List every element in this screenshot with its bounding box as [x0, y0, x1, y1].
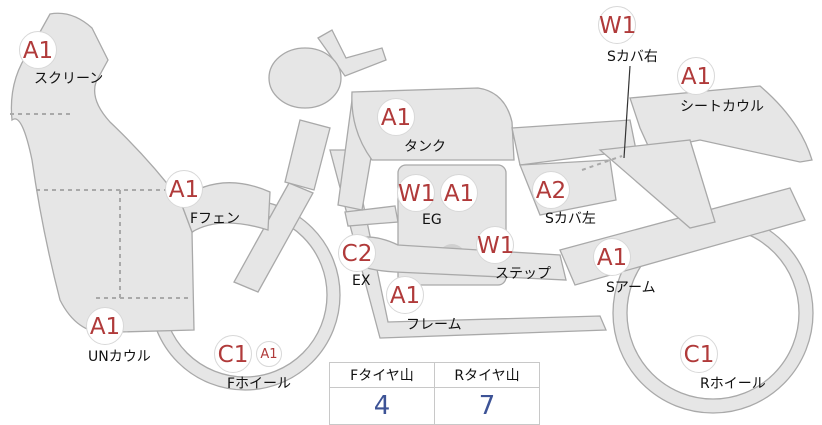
tire-tread-table: Fタイヤ山 Rタイヤ山 4 7 [329, 362, 540, 425]
rear-wheel-grade-badge: C1 [680, 335, 718, 373]
side-cover-left-grade-badge: A2 [532, 171, 570, 209]
exhaust-label: EX [352, 273, 371, 289]
front-wheel-label: Fホイール [227, 376, 292, 392]
frame-grade-badge: A1 [386, 276, 424, 314]
engine-grade-badge-1: W1 [397, 174, 435, 212]
rear-tread-header: Rタイヤ山 [434, 362, 540, 388]
screen-grade-badge: A1 [19, 31, 57, 69]
front-wheel-grade-badge-1: C1 [214, 335, 252, 373]
side-cover-right-label: Sカバ右 [607, 49, 658, 65]
exhaust-grade-badge: C2 [338, 234, 376, 272]
front-wheel-grade-badge-2: A1 [256, 341, 282, 367]
side-cover-right-grade-badge: W1 [598, 6, 636, 44]
rear-wheel-label: Rホイール [700, 376, 766, 392]
seat-cowl-label: シートカウル [680, 99, 764, 115]
swing-arm-label: Sアーム [606, 280, 656, 296]
under-cowl-grade-badge: A1 [86, 307, 124, 345]
frame-label: フレーム [406, 317, 462, 333]
step-grade-badge: W1 [476, 226, 514, 264]
tank-label: タンク [404, 139, 446, 155]
seat-cowl-grade-badge: A1 [677, 57, 715, 95]
front-fender-label: Fフェン [190, 211, 241, 227]
front-tread-value: 4 [329, 387, 435, 425]
swing-arm-grade-badge: A1 [593, 238, 631, 276]
step-label: ステップ [495, 266, 551, 282]
screen-label: スクリーン [34, 71, 104, 87]
tank-grade-badge: A1 [377, 98, 415, 136]
engine-label: EG [422, 212, 442, 228]
front-tread-header: Fタイヤ山 [329, 362, 435, 388]
front-fender-grade-badge: A1 [165, 170, 203, 208]
under-cowl-label: UNカウル [88, 349, 151, 365]
front-fork-shape [233, 182, 314, 293]
rear-tread-value: 7 [434, 387, 540, 425]
handlebar-shape [317, 29, 387, 77]
side-cover-left-label: Sカバ左 [545, 211, 596, 227]
engine-grade-badge-2: A1 [440, 174, 478, 212]
